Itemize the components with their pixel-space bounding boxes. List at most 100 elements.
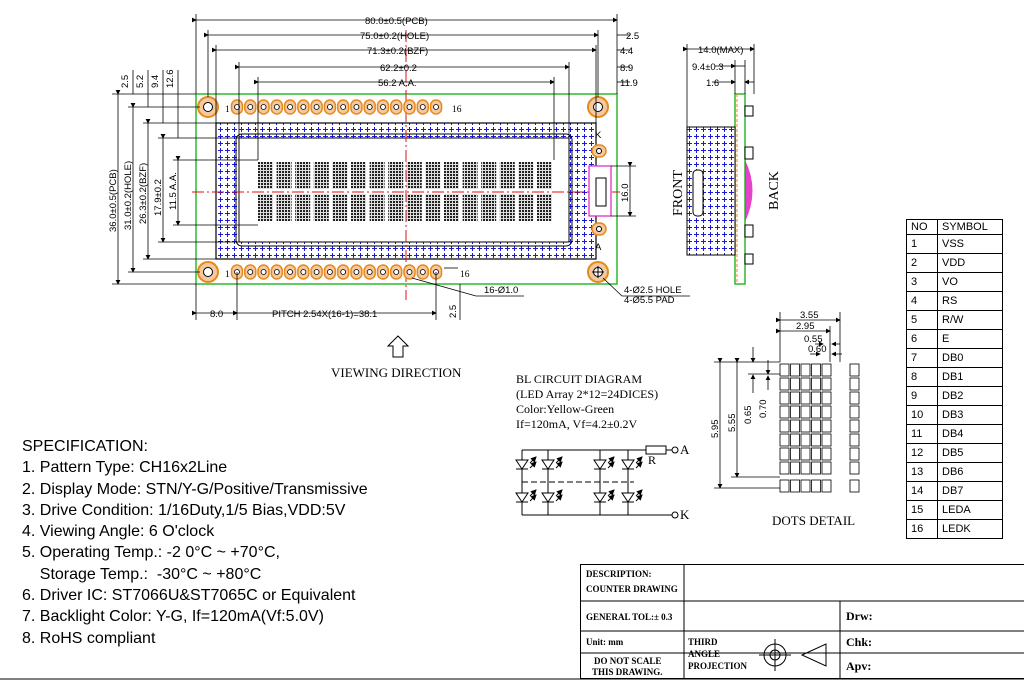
char-cell (481, 194, 497, 221)
pin-number: 6 (906, 329, 938, 349)
spec-item: 8. RoHS compliant (22, 629, 156, 647)
dot-cell (811, 433, 821, 447)
led-diode (621, 489, 643, 503)
adjacent-dot (849, 479, 860, 493)
adjacent-dot (849, 447, 860, 461)
char-cell (444, 162, 459, 189)
char-cell (276, 194, 292, 221)
pin-table-header-no: NO (906, 219, 938, 235)
dot-cell (821, 419, 832, 433)
char-cell (406, 194, 422, 221)
dot-cell (800, 363, 811, 377)
dim-bottom-2-5: 2.5 (448, 305, 459, 318)
dot-cell (800, 419, 811, 433)
mounting-hole-tl (197, 96, 219, 118)
dim-r-2-5: 2.5 (626, 31, 639, 42)
pin-number: 14 (906, 481, 938, 501)
dim-bezel-height: 26.3±0.2(BZF) (138, 163, 149, 224)
char-cell (351, 194, 366, 221)
pin-symbol: DB7 (937, 481, 1003, 501)
char-cell (388, 162, 404, 189)
spec-item: 5. Operating Temp.: -2 0°C ~ +70°C, (22, 544, 280, 562)
dots-detail: 3.55 2.95 0.55 0.60 5.95 5.55 0.65 0.70 … (710, 310, 860, 528)
dot-cell (800, 405, 811, 419)
dots-d-5-95: 5.95 (710, 420, 721, 439)
dot-cell (790, 391, 800, 405)
pin-number: 8 (906, 367, 938, 387)
tb-apv: Apv: (846, 659, 871, 673)
dot-cell (790, 377, 800, 391)
dot-cell (779, 405, 790, 419)
spec-item: 3. Drive Condition: 1/16Duty,1/5 Bias,VD… (22, 501, 346, 519)
pin-symbol: VDD (937, 253, 1003, 273)
bl-electrical: If=120mA, Vf=4.2±0.2V (516, 417, 638, 431)
pin-symbol: DB5 (937, 443, 1003, 463)
dot-cell (811, 391, 821, 405)
k-label: K (595, 130, 602, 141)
bl-resistor-label: R (648, 453, 656, 467)
dim-aa-height: 11.5 A.A. (168, 172, 179, 210)
dim-offset: 9.4±0.3 (692, 62, 724, 73)
dimensions-top (112, 14, 690, 320)
adjacent-dot (849, 461, 860, 475)
pin-symbol: DB3 (937, 405, 1003, 425)
pin-symbol: DB2 (937, 386, 1003, 406)
dim-top-2-5: 2.5 (120, 75, 131, 88)
dots-title: DOTS DETAIL (772, 513, 855, 528)
dot-cell (790, 405, 800, 419)
char-cell (499, 162, 515, 189)
dot-cell (800, 377, 811, 391)
tb-tolerance: GENERAL TOL:± 0.3 (586, 612, 673, 622)
tb-chk: Chk: (846, 635, 872, 649)
pin-number: 5 (906, 310, 938, 330)
dot-cell (779, 363, 790, 377)
viewing-direction-arrow (386, 335, 410, 358)
led-diode (541, 489, 563, 503)
pin-header-top (230, 99, 443, 115)
dot-cell (811, 419, 821, 433)
pin16-label-bottom: 16 (460, 270, 470, 280)
pin-symbol: RS (937, 291, 1003, 311)
tb-drw: Drw: (846, 609, 873, 623)
tb-third: THIRD (688, 637, 718, 647)
character-cells (258, 162, 552, 221)
pin-number: 3 (906, 272, 938, 292)
pin1-label-bottom: 1 (225, 270, 230, 280)
dots-d-0-65: 0.65 (743, 406, 754, 425)
char-cell (462, 162, 478, 189)
pin-number: 15 (906, 500, 938, 520)
tb-description: DESCRIPTION: (586, 569, 652, 579)
spec-item: Storage Temp.: -30°C ~ +80°C (22, 565, 262, 583)
dot-cell (821, 363, 832, 377)
char-cell (351, 162, 366, 189)
dim-r-11-9: 11.9 (620, 78, 638, 89)
title-block: DESCRIPTION: COUNTER DRAWING GENERAL TOL… (580, 564, 1024, 679)
dot-cell (821, 461, 832, 475)
pin-symbol: DB0 (937, 348, 1003, 368)
pin-symbol: VSS (937, 234, 1003, 254)
dim-pin-dia: 16-Ø1.0 (484, 285, 518, 296)
pin1-label-top: 1 (225, 105, 230, 115)
char-cell (295, 194, 311, 221)
dots-d-2-95: 2.95 (796, 321, 815, 332)
spec-item: 2. Display Mode: STN/Y-G/Positive/Transm… (22, 480, 368, 498)
tb-unit: Unit: mm (586, 637, 624, 647)
dim-hole-height: 31.0±0.2(HOLE) (123, 161, 134, 230)
char-cell (518, 162, 534, 189)
adjacent-dot (849, 391, 860, 405)
pin-number: 7 (906, 348, 938, 368)
char-cell (313, 194, 329, 221)
pin-number: 4 (906, 291, 938, 311)
dots-d-0-55: 0.55 (804, 334, 823, 345)
dim-pcb-width: 80.0±0.5(PCB) (365, 16, 428, 27)
dim-va-width: 62.2±0.2 (380, 63, 417, 74)
tb-projection: PROJECTION (688, 661, 748, 671)
led-diodes (515, 456, 643, 503)
